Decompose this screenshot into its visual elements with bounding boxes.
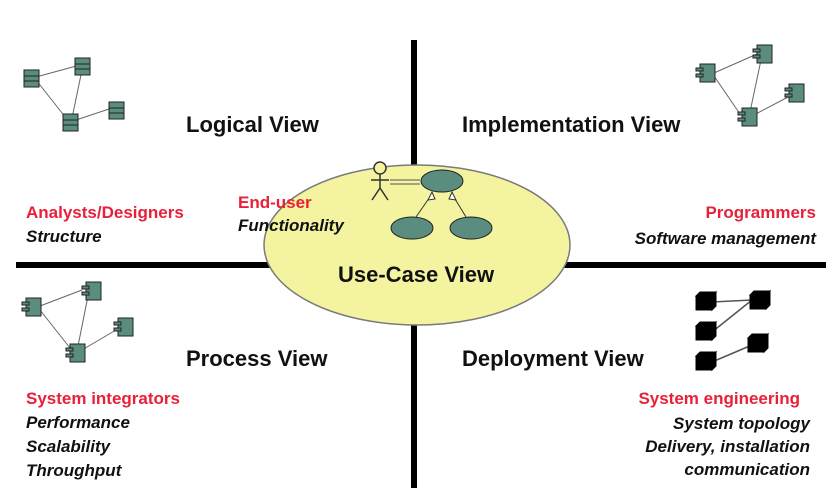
use-case-diagram-icon <box>371 161 493 240</box>
implementation-view-role: Programmers <box>705 203 816 222</box>
component-diagram-icon-implementation <box>695 44 805 127</box>
implementation-view-concern: Software management <box>634 229 816 248</box>
logical-view-title: Logical View <box>186 112 319 137</box>
logical-view-role: Analysts/Designers <box>26 203 184 222</box>
process-view-role: System integrators <box>26 389 180 408</box>
use-case-ellipse <box>263 164 571 326</box>
deployment-view-concern-2: Delivery, installation <box>645 437 810 456</box>
deployment-view-concern-3: communication <box>684 460 810 479</box>
process-view-concern-2: Scalability <box>26 437 111 456</box>
node-diagram-icon <box>694 289 772 372</box>
deployment-view-title: Deployment View <box>462 346 644 371</box>
implementation-view-title: Implementation View <box>462 112 681 137</box>
use-case-view-role: End-user <box>238 193 312 212</box>
use-case-view-title: Use-Case View <box>338 262 495 287</box>
class-diagram-icon <box>23 57 125 132</box>
component-diagram-icon-process <box>21 281 134 363</box>
use-case-view-concern: Functionality <box>238 216 344 235</box>
deployment-view-concern-1: System topology <box>673 414 810 433</box>
logical-view-concern: Structure <box>26 227 102 246</box>
process-view-concern-3: Throughput <box>26 461 122 480</box>
process-view-concern-1: Performance <box>26 413 130 432</box>
deployment-view-role: System engineering <box>638 389 800 408</box>
process-view-title: Process View <box>186 346 328 371</box>
